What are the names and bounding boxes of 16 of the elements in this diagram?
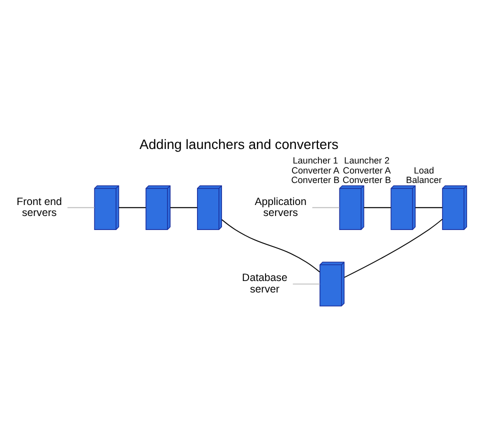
diagram-title: Adding launchers and converters [140, 136, 338, 152]
node-label: Load Balancer [406, 164, 442, 185]
connector [221, 218, 320, 272]
connector [364, 206, 392, 208]
connector [344, 218, 443, 278]
connector [414, 206, 443, 208]
node-label: Launcher 1 Converter A Converter B [291, 154, 340, 185]
node-text: Database server [242, 272, 288, 296]
node-label: Launcher 2 Converter A Converter B [342, 154, 392, 185]
connector [292, 283, 320, 284]
connector [67, 206, 95, 208]
connector [170, 206, 198, 208]
node-text: Front end servers [16, 195, 62, 219]
node-text: Application servers [254, 195, 306, 219]
connector [118, 206, 146, 208]
connector [312, 206, 340, 208]
